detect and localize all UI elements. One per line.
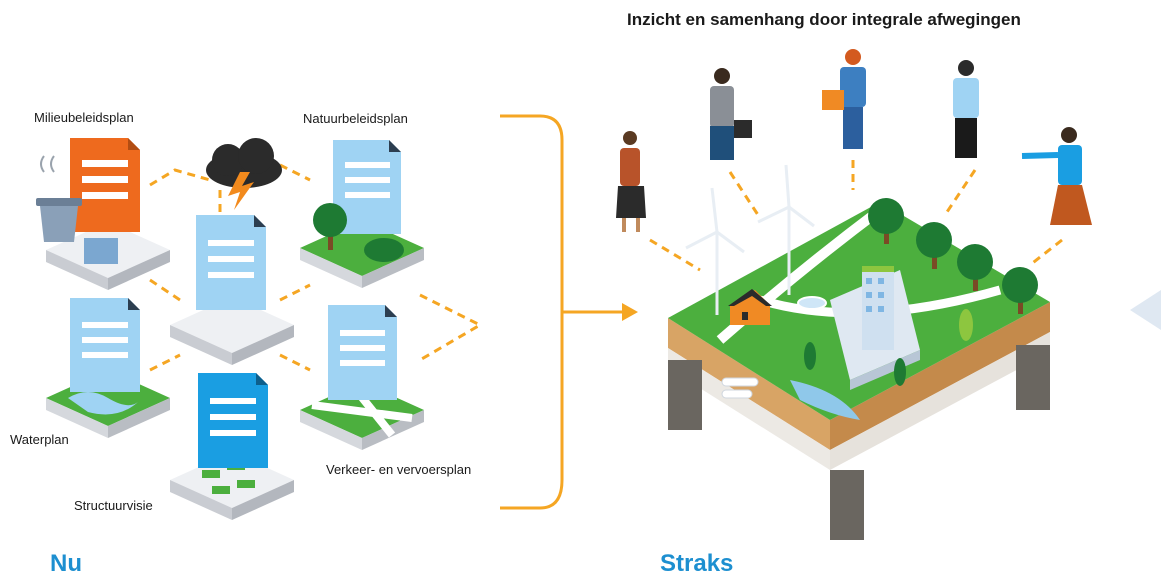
- bracket: [500, 114, 564, 510]
- tree-icon: [1002, 267, 1038, 314]
- tree-icon: [957, 244, 993, 291]
- person-icon: [953, 60, 979, 158]
- pipes: [721, 377, 759, 399]
- plan-connectors: [149, 163, 484, 372]
- wind-turbine-icon: [685, 187, 745, 315]
- wind-turbine-icon: [757, 164, 815, 295]
- document-icon: [70, 298, 140, 392]
- person-icon: [822, 49, 866, 149]
- label-natuurbeleidsplan: Natuurbeleidsplan: [303, 111, 408, 126]
- label-structuurvisie: Structuurvisie: [74, 498, 153, 513]
- person-icon: [1021, 127, 1092, 225]
- headline: Inzicht en samenhang door integrale afwe…: [627, 10, 1021, 29]
- house-icon: [728, 289, 772, 325]
- label-waterplan: Waterplan: [10, 432, 69, 447]
- arrow-right-icon: [562, 303, 638, 321]
- label-verkeer-vervoersplan: Verkeer- en vervoersplan: [326, 462, 472, 477]
- tree-icon: [804, 342, 816, 370]
- trash-bin-icon: [36, 155, 118, 264]
- document-icon: [198, 373, 268, 468]
- storm-cloud-icon: [206, 138, 282, 210]
- water-tile: [46, 370, 170, 438]
- person-icon: [710, 68, 752, 160]
- tree-icon: [313, 203, 347, 250]
- people-connectors: [649, 160, 1063, 272]
- section-label-straks: Straks: [660, 550, 734, 577]
- label-milieubeleidsplan: Milieubeleidsplan: [34, 110, 134, 125]
- tree-icon: [868, 198, 904, 244]
- section-label-nu: Nu: [50, 550, 82, 577]
- tree-icon: [894, 358, 906, 386]
- tree-icon: [916, 222, 952, 269]
- document-icon: [70, 138, 140, 232]
- document-icon: [333, 140, 401, 234]
- person-icon: [616, 131, 646, 232]
- document-icon: [328, 305, 397, 400]
- tree-icon: [959, 309, 973, 341]
- tree-icon: [364, 238, 404, 262]
- document-icon: [196, 215, 266, 310]
- next-arrow-hint: [1130, 290, 1161, 330]
